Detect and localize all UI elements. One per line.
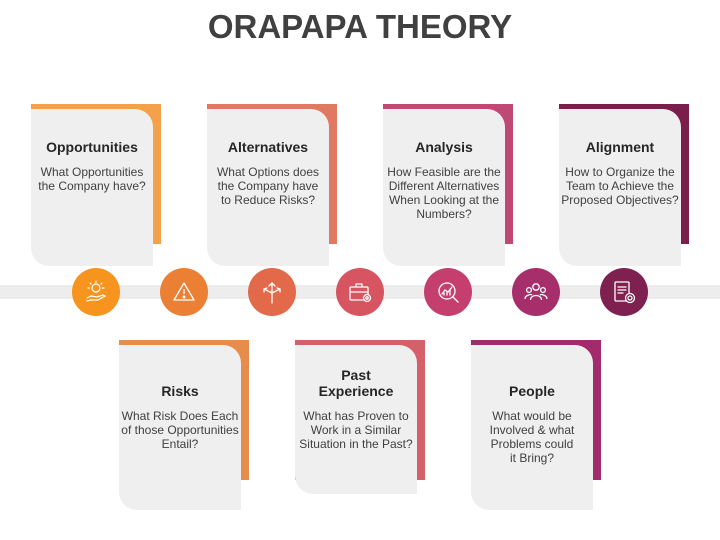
card-past-experience: Past Experience What has Proven to Work … (295, 340, 425, 494)
card-title: Alternatives (227, 139, 309, 155)
warning-icon (160, 268, 208, 316)
card-title: Opportunities (46, 139, 138, 155)
card-title: People (509, 383, 555, 399)
card-description: How to Organize the Team to Achieve the … (561, 165, 679, 207)
idea-hand-icon (72, 268, 120, 316)
card-alignment: Alignment How to Organize the Team to Ac… (559, 104, 689, 266)
card-description: What Options does the Company have to Re… (216, 165, 320, 207)
analysis-chart-icon (424, 268, 472, 316)
card-opportunities: Opportunities What Opportunities the Com… (31, 104, 161, 266)
card-description: What Risk Does Each of those Opportuniti… (121, 409, 239, 451)
card-title: Alignment (585, 139, 655, 155)
card-description: How Feasible are the Different Alternati… (387, 165, 501, 221)
card-description: What would be Involved & what Problems c… (489, 409, 575, 465)
document-target-icon (600, 268, 648, 316)
card-title: Analysis (415, 139, 473, 155)
card-risks: Risks What Risk Does Each of those Oppor… (119, 340, 249, 510)
card-alternatives: Alternatives What Options does the Compa… (207, 104, 337, 266)
card-analysis: Analysis How Feasible are the Different … (383, 104, 513, 266)
briefcase-icon (336, 268, 384, 316)
page-title: ORAPAPA THEORY (207, 8, 513, 45)
card-people: People What would be Involved & what Pro… (471, 340, 601, 510)
team-icon (512, 268, 560, 316)
card-description: What Opportunities the Company have? (38, 165, 146, 193)
directions-icon (248, 268, 296, 316)
card-description: What has Proven to Work in a Similar Sit… (299, 409, 413, 451)
card-title: Past Experience (318, 367, 394, 399)
card-title: Risks (161, 383, 199, 399)
